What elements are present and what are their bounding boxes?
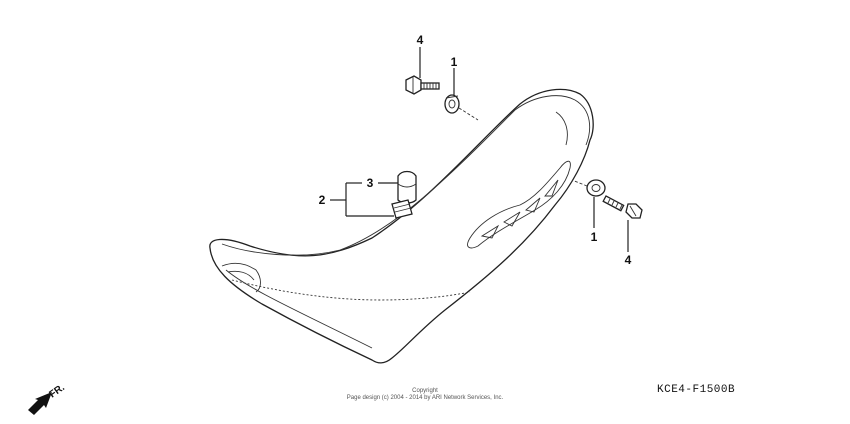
copyright-line-2: Page design (c) 2004 - 2014 by ARI Netwo… <box>346 395 504 401</box>
seat-band <box>397 170 417 204</box>
callout-3: 3 <box>367 176 374 190</box>
copyright-line-1: Copyright <box>412 388 438 394</box>
diagram-code: KCE4-F1500B <box>657 384 736 396</box>
collar-top <box>444 94 460 114</box>
front-arrow-icon <box>28 392 52 415</box>
collar-right <box>586 179 606 197</box>
leader-lines <box>330 47 629 252</box>
callout-1-top: 1 <box>451 55 458 69</box>
callout-2: 2 <box>319 193 326 207</box>
callout-4-right: 4 <box>625 253 632 267</box>
callout-4-top: 4 <box>417 33 424 47</box>
bolt-right <box>602 195 643 219</box>
bolt-top <box>405 75 440 95</box>
seat <box>209 88 594 364</box>
seat-hook-plate <box>391 199 413 219</box>
callout-1-right: 1 <box>591 230 598 244</box>
